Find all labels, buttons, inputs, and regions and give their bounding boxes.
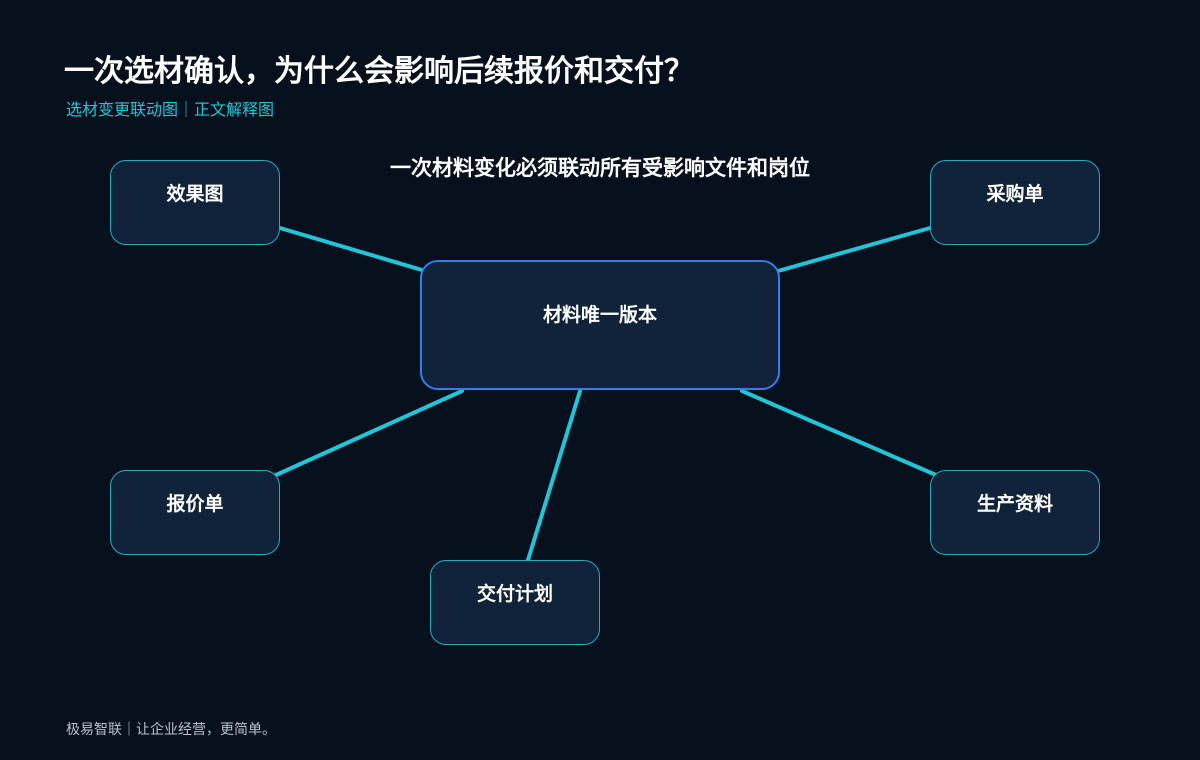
- node-rendering-label: 效果图: [166, 183, 224, 205]
- node-quotation: 报价单: [110, 470, 280, 555]
- node-delivery-plan: 交付计划: [430, 560, 600, 645]
- node-rendering: 效果图: [110, 160, 280, 245]
- node-purchase-order: 采购单: [930, 160, 1100, 245]
- connector-production-docs: [740, 389, 938, 477]
- node-center: 材料唯一版本: [420, 260, 780, 390]
- connector-delivery-plan: [526, 389, 582, 562]
- connector-rendering: [278, 226, 424, 272]
- footer-slogan: 极易智联｜让企业经营，更简单。: [66, 722, 276, 738]
- page-subtitle: 选材变更联动图｜正文解释图: [66, 100, 275, 119]
- node-production-docs: 生产资料: [930, 470, 1100, 555]
- diagram-heading: 一次材料变化必须联动所有受影响文件和岗位: [390, 156, 810, 180]
- connector-purchase-order: [776, 226, 932, 273]
- page-title: 一次选材确认，为什么会影响后续报价和交付？: [64, 54, 694, 89]
- node-purchase-order-label: 采购单: [986, 183, 1044, 205]
- node-quotation-label: 报价单: [166, 493, 224, 515]
- node-center-label: 材料唯一版本: [542, 304, 657, 326]
- connector-quotation: [274, 389, 464, 477]
- node-delivery-plan-label: 交付计划: [476, 583, 553, 605]
- node-production-docs-label: 生产资料: [976, 493, 1053, 515]
